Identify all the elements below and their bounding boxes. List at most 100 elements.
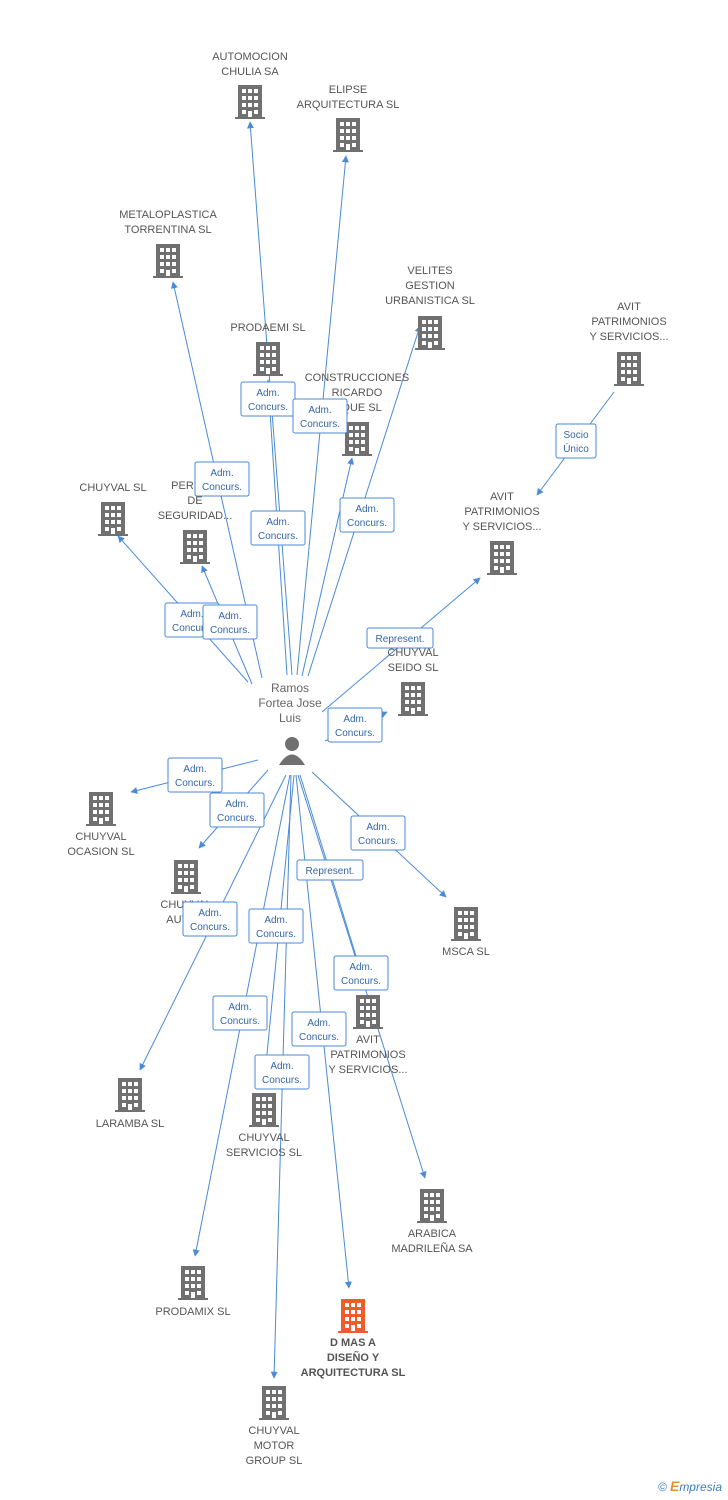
company-label: SEGURIDAD... — [158, 510, 233, 522]
edge-label-text: Concurs. — [335, 728, 375, 739]
edge-line-construcciones — [301, 457, 355, 677]
edge-label-chuyvalservicios[interactable]: Adm.Concurs. — [248, 908, 304, 944]
edge-label-msca[interactable]: Adm.Concurs. — [350, 815, 406, 851]
edge-label-construcciones[interactable]: Adm.Concurs. — [292, 398, 348, 434]
edge-label-text: Socio — [563, 430, 588, 441]
edge-label-arabica[interactable]: Represent. — [296, 859, 364, 881]
company-node-elipse[interactable]: ELIPSE ARQUITECTURA SL — [297, 84, 400, 152]
company-label: PRODAMIX SL — [155, 1306, 230, 1318]
building-icon — [415, 316, 445, 350]
building-icon — [487, 541, 517, 575]
edge-label-text: Adm. — [183, 764, 206, 775]
company-label: MADRILEÑA SA — [391, 1242, 473, 1255]
edge-label-box — [291, 1011, 347, 1047]
edge-label-prodamix[interactable]: Adm.Concurs. — [212, 995, 268, 1031]
edge-label-metaloplastica[interactable]: Adm. Concurs. — [194, 461, 250, 497]
edge-label-perso[interactable]: Adm.Concurs. — [202, 604, 258, 640]
company-label: GESTION — [405, 280, 455, 292]
building-icon — [398, 682, 428, 716]
company-label: ARQUITECTURA SL — [297, 99, 400, 111]
company-label: MSCA SL — [442, 946, 490, 958]
building-icon — [253, 342, 283, 376]
edge-label-chuyvalauto[interactable]: Adm.Concurs. — [209, 792, 265, 828]
company-label: CHUYVAL — [75, 831, 126, 843]
company-label: PATRIMONIOS — [330, 1049, 405, 1061]
edge-label-box — [339, 497, 395, 533]
edge-label-text: Represent. — [306, 866, 355, 877]
building-icon — [353, 995, 383, 1029]
edge-label-box — [182, 901, 238, 937]
edge-label-text: Adm. — [266, 517, 289, 528]
edge-label-text: Concurs. — [172, 623, 212, 634]
edge-label-box — [167, 757, 223, 793]
company-label: ARQUITECTURA SL — [301, 1367, 406, 1379]
company-node-laramba[interactable]: LARAMBA SL — [96, 1078, 164, 1130]
building-icon — [614, 352, 644, 386]
edge-label-text: Concurs. — [217, 813, 257, 824]
company-node-arabica[interactable]: ARABICA MADRILEÑA SA — [391, 1189, 473, 1255]
company-node-chuyval[interactable]: CHUYVAL SL — [79, 482, 147, 536]
edge-label-laramba[interactable]: Adm.Concurs. — [182, 901, 238, 937]
company-label: DE — [187, 495, 202, 507]
edge-label-text: Adm. — [180, 609, 203, 620]
edge-label-chuyvalmotor[interactable]: Adm.Concurs. — [254, 1054, 310, 1090]
company-label: ARABICA — [408, 1228, 457, 1240]
edge-label-text: Concurs. — [347, 518, 387, 529]
company-label: AVIT — [490, 491, 514, 503]
company-label: PATRIMONIOS — [464, 506, 539, 518]
edge-label-box — [248, 908, 304, 944]
company-label: AUTOMOCION — [212, 51, 288, 63]
edge-label-avit3[interactable]: Adm.Concurs. — [333, 955, 389, 991]
building-icon — [417, 1189, 447, 1223]
person-name-line: Fortea Jose — [258, 696, 322, 710]
company-node-prodaemi[interactable]: PRODAEMI SL — [230, 322, 306, 376]
edge-label-box — [202, 604, 258, 640]
edge-label-text: Adm. — [210, 468, 233, 479]
company-node-prodamix[interactable]: PRODAMIX SL — [155, 1266, 231, 1318]
edge-label-elipse[interactable]: Adm.Concurs. — [250, 510, 306, 546]
building-icon — [171, 860, 201, 894]
edge-label-text: Concurs. — [202, 482, 242, 493]
edge-label-text: Concurs. — [299, 1032, 339, 1043]
company-label: CHUYVAL — [248, 1425, 299, 1437]
edge-label-text: Adm. — [228, 1002, 251, 1013]
edge-label-dmasa[interactable]: Adm.Concurs. — [291, 1011, 347, 1047]
building-icon — [98, 502, 128, 536]
edge-labels-layer: Adm. Concurs. Adm. Concurs. Adm. Concurs. Adm.… — [164, 381, 597, 1090]
company-label: CHUYVAL — [387, 647, 438, 659]
edge-label-text: Adm. — [308, 405, 331, 416]
building-icon — [153, 244, 183, 278]
edge-label-chuyvalseido[interactable]: Adm.Concurs. — [327, 707, 383, 743]
edge-label-text: Concurs. — [190, 922, 230, 933]
edge-label-chuyvalocasion[interactable]: Adm.Concurs. — [167, 757, 223, 793]
company-label: Y SERVICIOS... — [328, 1064, 407, 1076]
edge-label-box — [254, 1054, 310, 1090]
company-label: PATRIMONIOS — [591, 316, 666, 328]
edge-label-box — [209, 792, 265, 828]
company-label: ELIPSE — [329, 84, 368, 96]
edge-label-prodaemi[interactable]: Adm.Concurs. — [240, 381, 296, 417]
building-icon — [235, 85, 265, 119]
edge-label-box — [296, 859, 364, 881]
edge-label-text: Adm. — [349, 962, 372, 973]
edge-label-avit2[interactable]: Represent. — [366, 627, 434, 649]
company-node-msca[interactable]: MSCA SL — [442, 907, 490, 958]
person-name-line: Luis — [279, 711, 301, 725]
company-label: MOTOR — [254, 1440, 295, 1452]
edge-label-velites[interactable]: Adm.Concurs. — [339, 497, 395, 533]
edge-label-box — [555, 423, 597, 459]
